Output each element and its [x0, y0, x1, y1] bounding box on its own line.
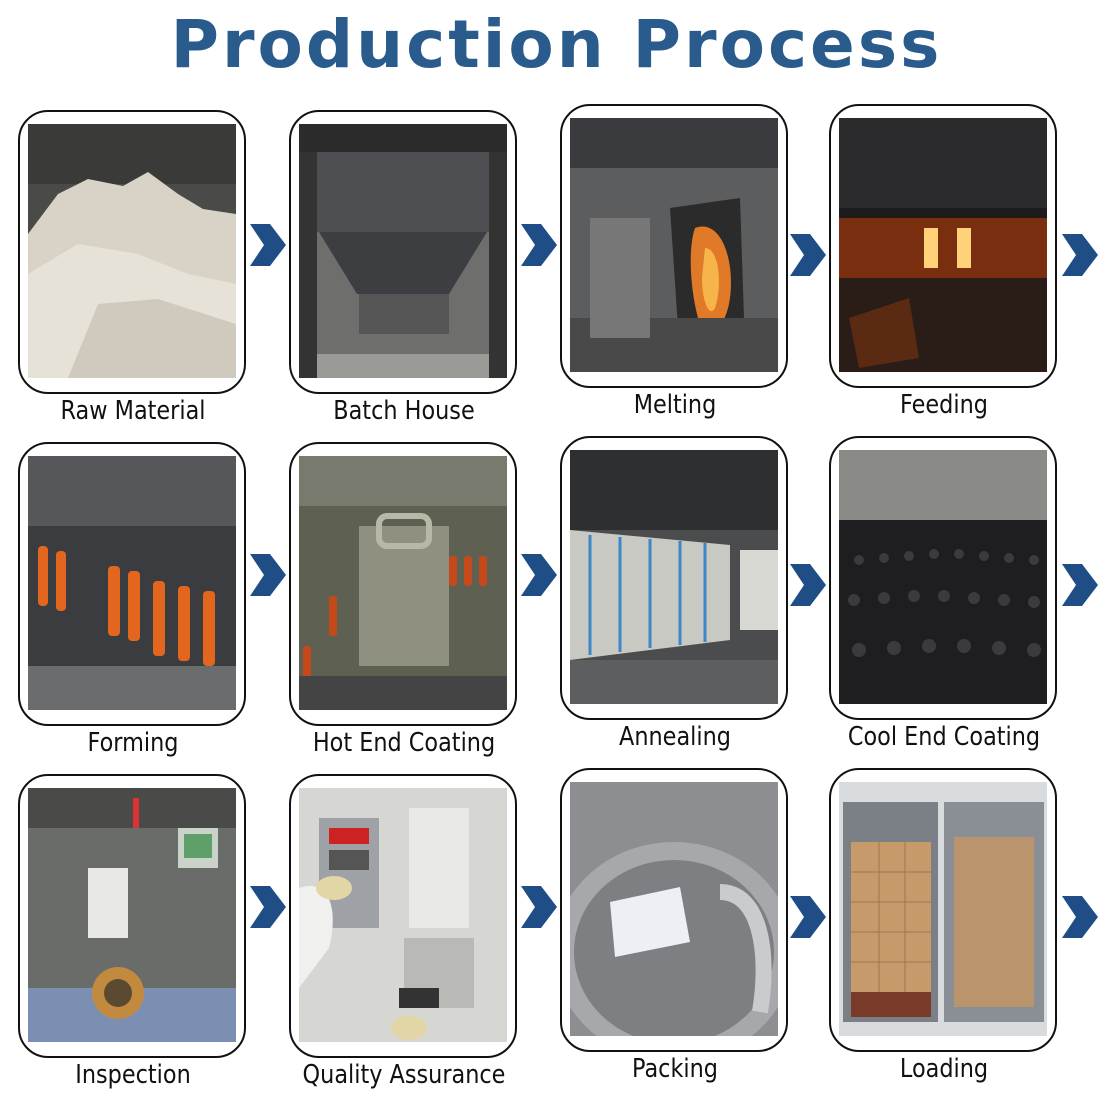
arrow-right-icon: [1060, 894, 1100, 940]
melting-furnace-photo: [570, 118, 778, 372]
step-label: Hot End Coating: [312, 728, 496, 758]
arrow-right-icon: [788, 894, 828, 940]
step-label: Annealing: [619, 722, 731, 752]
page-title: Production Process: [170, 6, 943, 83]
arrow-right-icon: [519, 552, 559, 598]
arrow-right-icon: [519, 884, 559, 930]
step-annealing: Annealing: [560, 436, 792, 756]
arrow-right-icon: [248, 222, 288, 268]
step-label: Forming: [87, 728, 179, 758]
step-label: Cool End Coating: [847, 722, 1041, 752]
step-loading: Loading: [829, 768, 1061, 1088]
step-raw-material: Raw Material: [18, 110, 250, 430]
step-label: Quality Assurance: [302, 1060, 506, 1090]
arrow-right-icon: [519, 222, 559, 268]
step-label: Raw Material: [60, 396, 206, 426]
step-label: Batch House: [333, 396, 475, 426]
step-feeding: Feeding: [829, 104, 1061, 424]
hot-end-coating-photo: [299, 456, 507, 710]
step-packing: Packing: [560, 768, 792, 1088]
arrow-right-icon: [1060, 232, 1100, 278]
arrow-right-icon: [1060, 562, 1100, 608]
forming-machine-photo: [28, 456, 236, 710]
raw-material-photo: [28, 124, 236, 378]
step-melting: Melting: [560, 104, 792, 424]
step-cool-end-coating: Cool End Coating: [829, 436, 1061, 756]
feeding-glass-gob-photo: [839, 118, 1047, 372]
step-label: Loading: [899, 1054, 989, 1084]
step-quality-assurance: Quality Assurance: [289, 774, 521, 1094]
annealing-lehr-photo: [570, 450, 778, 704]
cool-end-coating-photo: [839, 450, 1047, 704]
step-label: Packing: [631, 1054, 718, 1084]
quality-assurance-photo: [299, 788, 507, 1042]
batch-house-photo: [299, 124, 507, 378]
step-label: Melting: [633, 390, 717, 420]
arrow-right-icon: [248, 552, 288, 598]
packing-photo: [570, 782, 778, 1036]
step-forming: Forming: [18, 442, 250, 762]
arrow-right-icon: [788, 232, 828, 278]
step-label: Inspection: [75, 1060, 191, 1090]
inspection-machine-photo: [28, 788, 236, 1042]
step-label: Feeding: [900, 390, 988, 420]
step-inspection: Inspection: [18, 774, 250, 1094]
container-loading-photo: [839, 782, 1047, 1036]
step-hot-end-coating: Hot End Coating: [289, 442, 521, 762]
arrow-right-icon: [788, 562, 828, 608]
step-batch-house: Batch House: [289, 110, 521, 430]
arrow-right-icon: [248, 884, 288, 930]
